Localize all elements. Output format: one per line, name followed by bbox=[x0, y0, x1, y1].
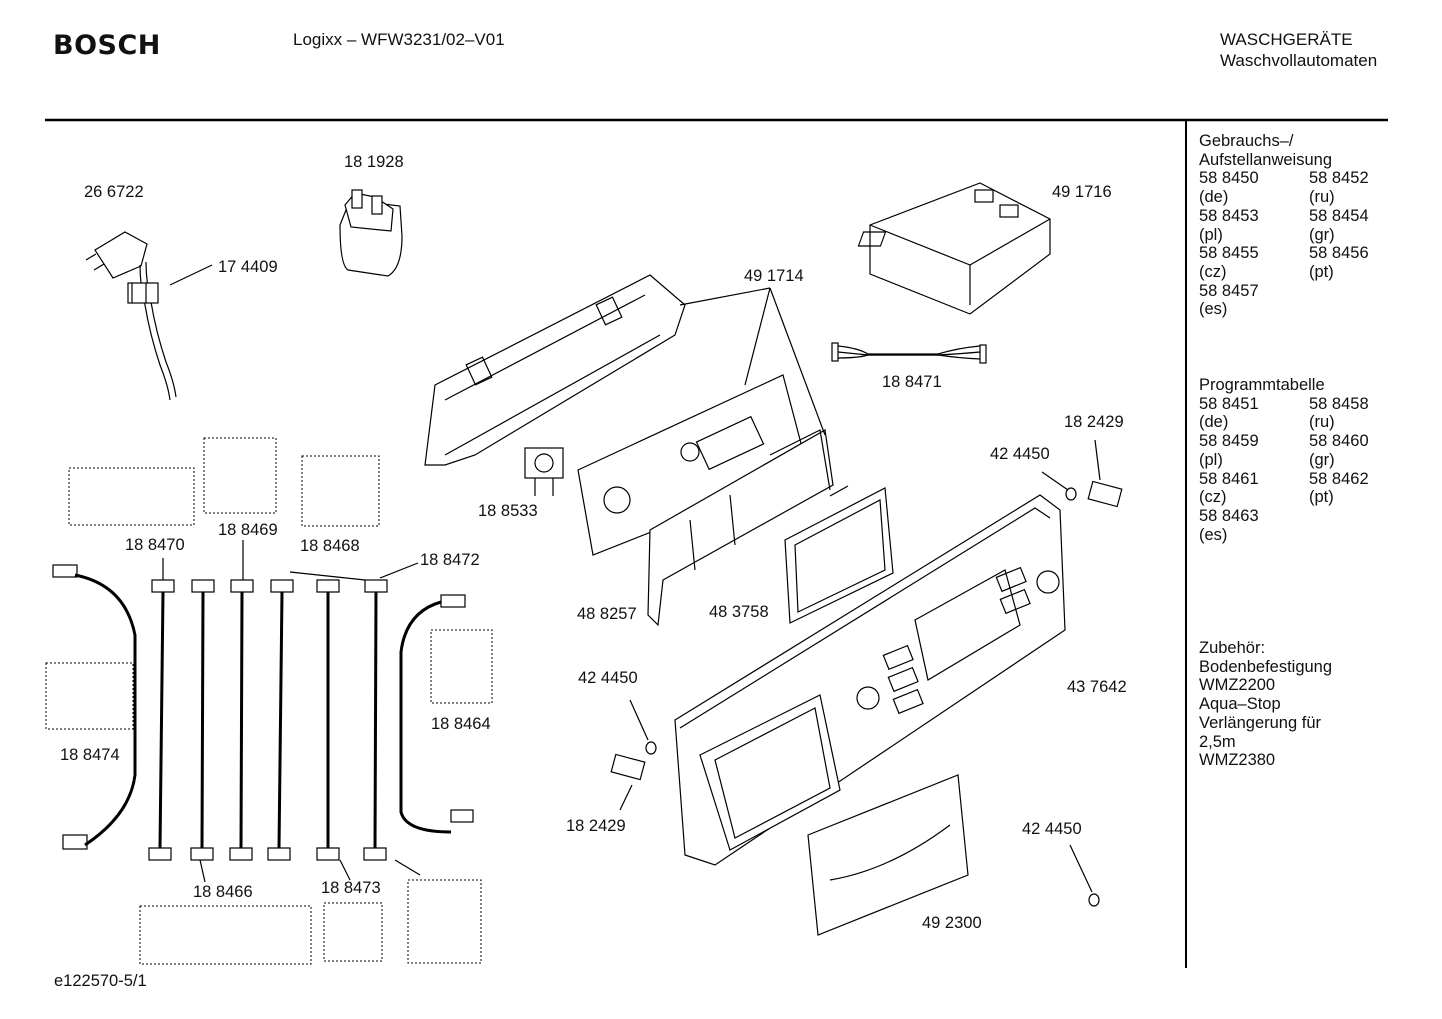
part-label: 26 6722 bbox=[84, 183, 144, 201]
program-lang: (cz) bbox=[1199, 488, 1227, 507]
suppressor-drawing bbox=[339, 189, 403, 277]
program-lang: (es) bbox=[1199, 525, 1228, 544]
panel-frame-drawing bbox=[424, 274, 686, 466]
part-label: 18 8474 bbox=[60, 746, 120, 764]
cap-lower-drawing bbox=[1088, 893, 1100, 907]
manual-code: 58 8454 bbox=[1309, 206, 1369, 225]
manual-lang: (gr) bbox=[1309, 225, 1335, 244]
part-label: 48 8257 bbox=[577, 605, 637, 623]
part-label: 18 8464 bbox=[431, 715, 491, 733]
manual-code: 58 8450 bbox=[1199, 169, 1259, 188]
program-lang: (de) bbox=[1199, 413, 1229, 432]
program-lang: (ru) bbox=[1309, 413, 1335, 432]
drawer-handle-drawing bbox=[807, 774, 969, 936]
manual-lang: (pl) bbox=[1199, 225, 1223, 244]
program-code: 58 8459 bbox=[1199, 432, 1259, 451]
model-title: Logixx – WFW3231/02–V01 bbox=[293, 30, 505, 49]
holder-lower-drawing bbox=[610, 753, 646, 781]
accessory-item: WMZ2380 bbox=[1199, 751, 1276, 770]
program-code: 58 8463 bbox=[1199, 506, 1259, 525]
part-label: 18 1928 bbox=[344, 153, 404, 171]
display-window-drawing bbox=[784, 485, 894, 624]
part-label: 42 4450 bbox=[578, 669, 638, 687]
control-panel-facia-drawing bbox=[674, 494, 1066, 866]
part-label: 18 8470 bbox=[125, 536, 185, 554]
program-lang: (gr) bbox=[1309, 450, 1335, 469]
accessories-title: Zubehör: bbox=[1199, 639, 1266, 657]
mains-plug-drawing bbox=[85, 231, 213, 401]
part-label: 49 2300 bbox=[922, 914, 982, 932]
program-code: 58 8460 bbox=[1309, 432, 1369, 451]
program-code: 58 8461 bbox=[1199, 469, 1259, 488]
accessory-item: Bodenbefestigung bbox=[1199, 657, 1333, 676]
part-label: 18 8473 bbox=[321, 879, 381, 897]
manual-lang: (cz) bbox=[1199, 262, 1227, 281]
sidebar-program-table: Programmtabelle 58 8451 58 8458 (de) (ru… bbox=[1199, 376, 1399, 544]
part-label: 48 3758 bbox=[709, 603, 769, 621]
module-housing-drawing bbox=[857, 182, 1051, 315]
category-line-1: WASCHGERÄTE bbox=[1220, 30, 1353, 49]
part-label: 18 8472 bbox=[420, 551, 480, 569]
manual-code: 58 8456 bbox=[1309, 244, 1369, 263]
manual-lang: (pt) bbox=[1309, 262, 1334, 281]
part-label: 18 8468 bbox=[300, 537, 360, 555]
ribbon-cable-drawing bbox=[831, 342, 987, 364]
accessory-item: WMZ2200 bbox=[1199, 676, 1276, 695]
program-title: Programmtabelle bbox=[1199, 376, 1325, 394]
manual-lang: (es) bbox=[1199, 300, 1228, 319]
reference-boxes bbox=[45, 437, 493, 965]
part-label: 43 7642 bbox=[1067, 678, 1127, 696]
leader-lines bbox=[162, 287, 1101, 893]
part-label: 18 2429 bbox=[1064, 413, 1124, 431]
manual-code: 58 8457 bbox=[1199, 281, 1259, 300]
manuals-title-1: Gebrauchs–/ bbox=[1199, 132, 1294, 150]
category-line-2: Waschvollautomaten bbox=[1220, 51, 1378, 70]
accessory-item: 2,5m bbox=[1199, 732, 1236, 751]
part-label: 17 4409 bbox=[218, 258, 278, 276]
part-label: 18 8533 bbox=[478, 502, 538, 520]
sidebar-manuals: Gebrauchs–/ Aufstellanweisung 58 8450 58… bbox=[1199, 132, 1399, 319]
part-label: 18 8469 bbox=[218, 521, 278, 539]
program-lang: (pt) bbox=[1309, 488, 1334, 507]
cap-mid-drawing bbox=[645, 741, 657, 755]
manual-code: 58 8453 bbox=[1199, 206, 1259, 225]
part-label: 18 2429 bbox=[566, 817, 626, 835]
part-label: 49 1714 bbox=[744, 267, 804, 285]
program-code: 58 8458 bbox=[1309, 394, 1369, 413]
part-label: 42 4450 bbox=[990, 445, 1050, 463]
manual-lang: (de) bbox=[1199, 188, 1229, 207]
part-label: 18 8466 bbox=[193, 883, 253, 901]
manual-lang: (ru) bbox=[1309, 188, 1335, 207]
accessory-item: Verlängerung für bbox=[1199, 713, 1322, 732]
part-label: 49 1716 bbox=[1052, 183, 1112, 201]
manuals-title-2: Aufstellanweisung bbox=[1199, 150, 1332, 169]
program-code: 58 8462 bbox=[1309, 469, 1369, 488]
sidebar-accessories: Zubehör: Bodenbefestigung WMZ2200 Aqua–S… bbox=[1199, 639, 1332, 770]
part-label: 18 8471 bbox=[882, 373, 942, 391]
switch-carrier-drawing bbox=[647, 429, 834, 627]
program-lang: (pl) bbox=[1199, 450, 1223, 469]
part-label: 42 4450 bbox=[1022, 820, 1082, 838]
holder-upper-drawing bbox=[1087, 480, 1123, 508]
program-selector-drawing bbox=[524, 447, 564, 496]
accessory-item: Aqua–Stop bbox=[1199, 695, 1281, 714]
drawing-id: e122570-5/1 bbox=[54, 972, 147, 990]
brand-logo: BOSCH bbox=[53, 30, 161, 61]
program-code: 58 8451 bbox=[1199, 394, 1259, 413]
cable-harness-set-drawing bbox=[52, 564, 474, 861]
manual-code: 58 8455 bbox=[1199, 244, 1259, 263]
manual-code: 58 8452 bbox=[1309, 169, 1369, 188]
cap-upper-drawing bbox=[1065, 487, 1077, 501]
